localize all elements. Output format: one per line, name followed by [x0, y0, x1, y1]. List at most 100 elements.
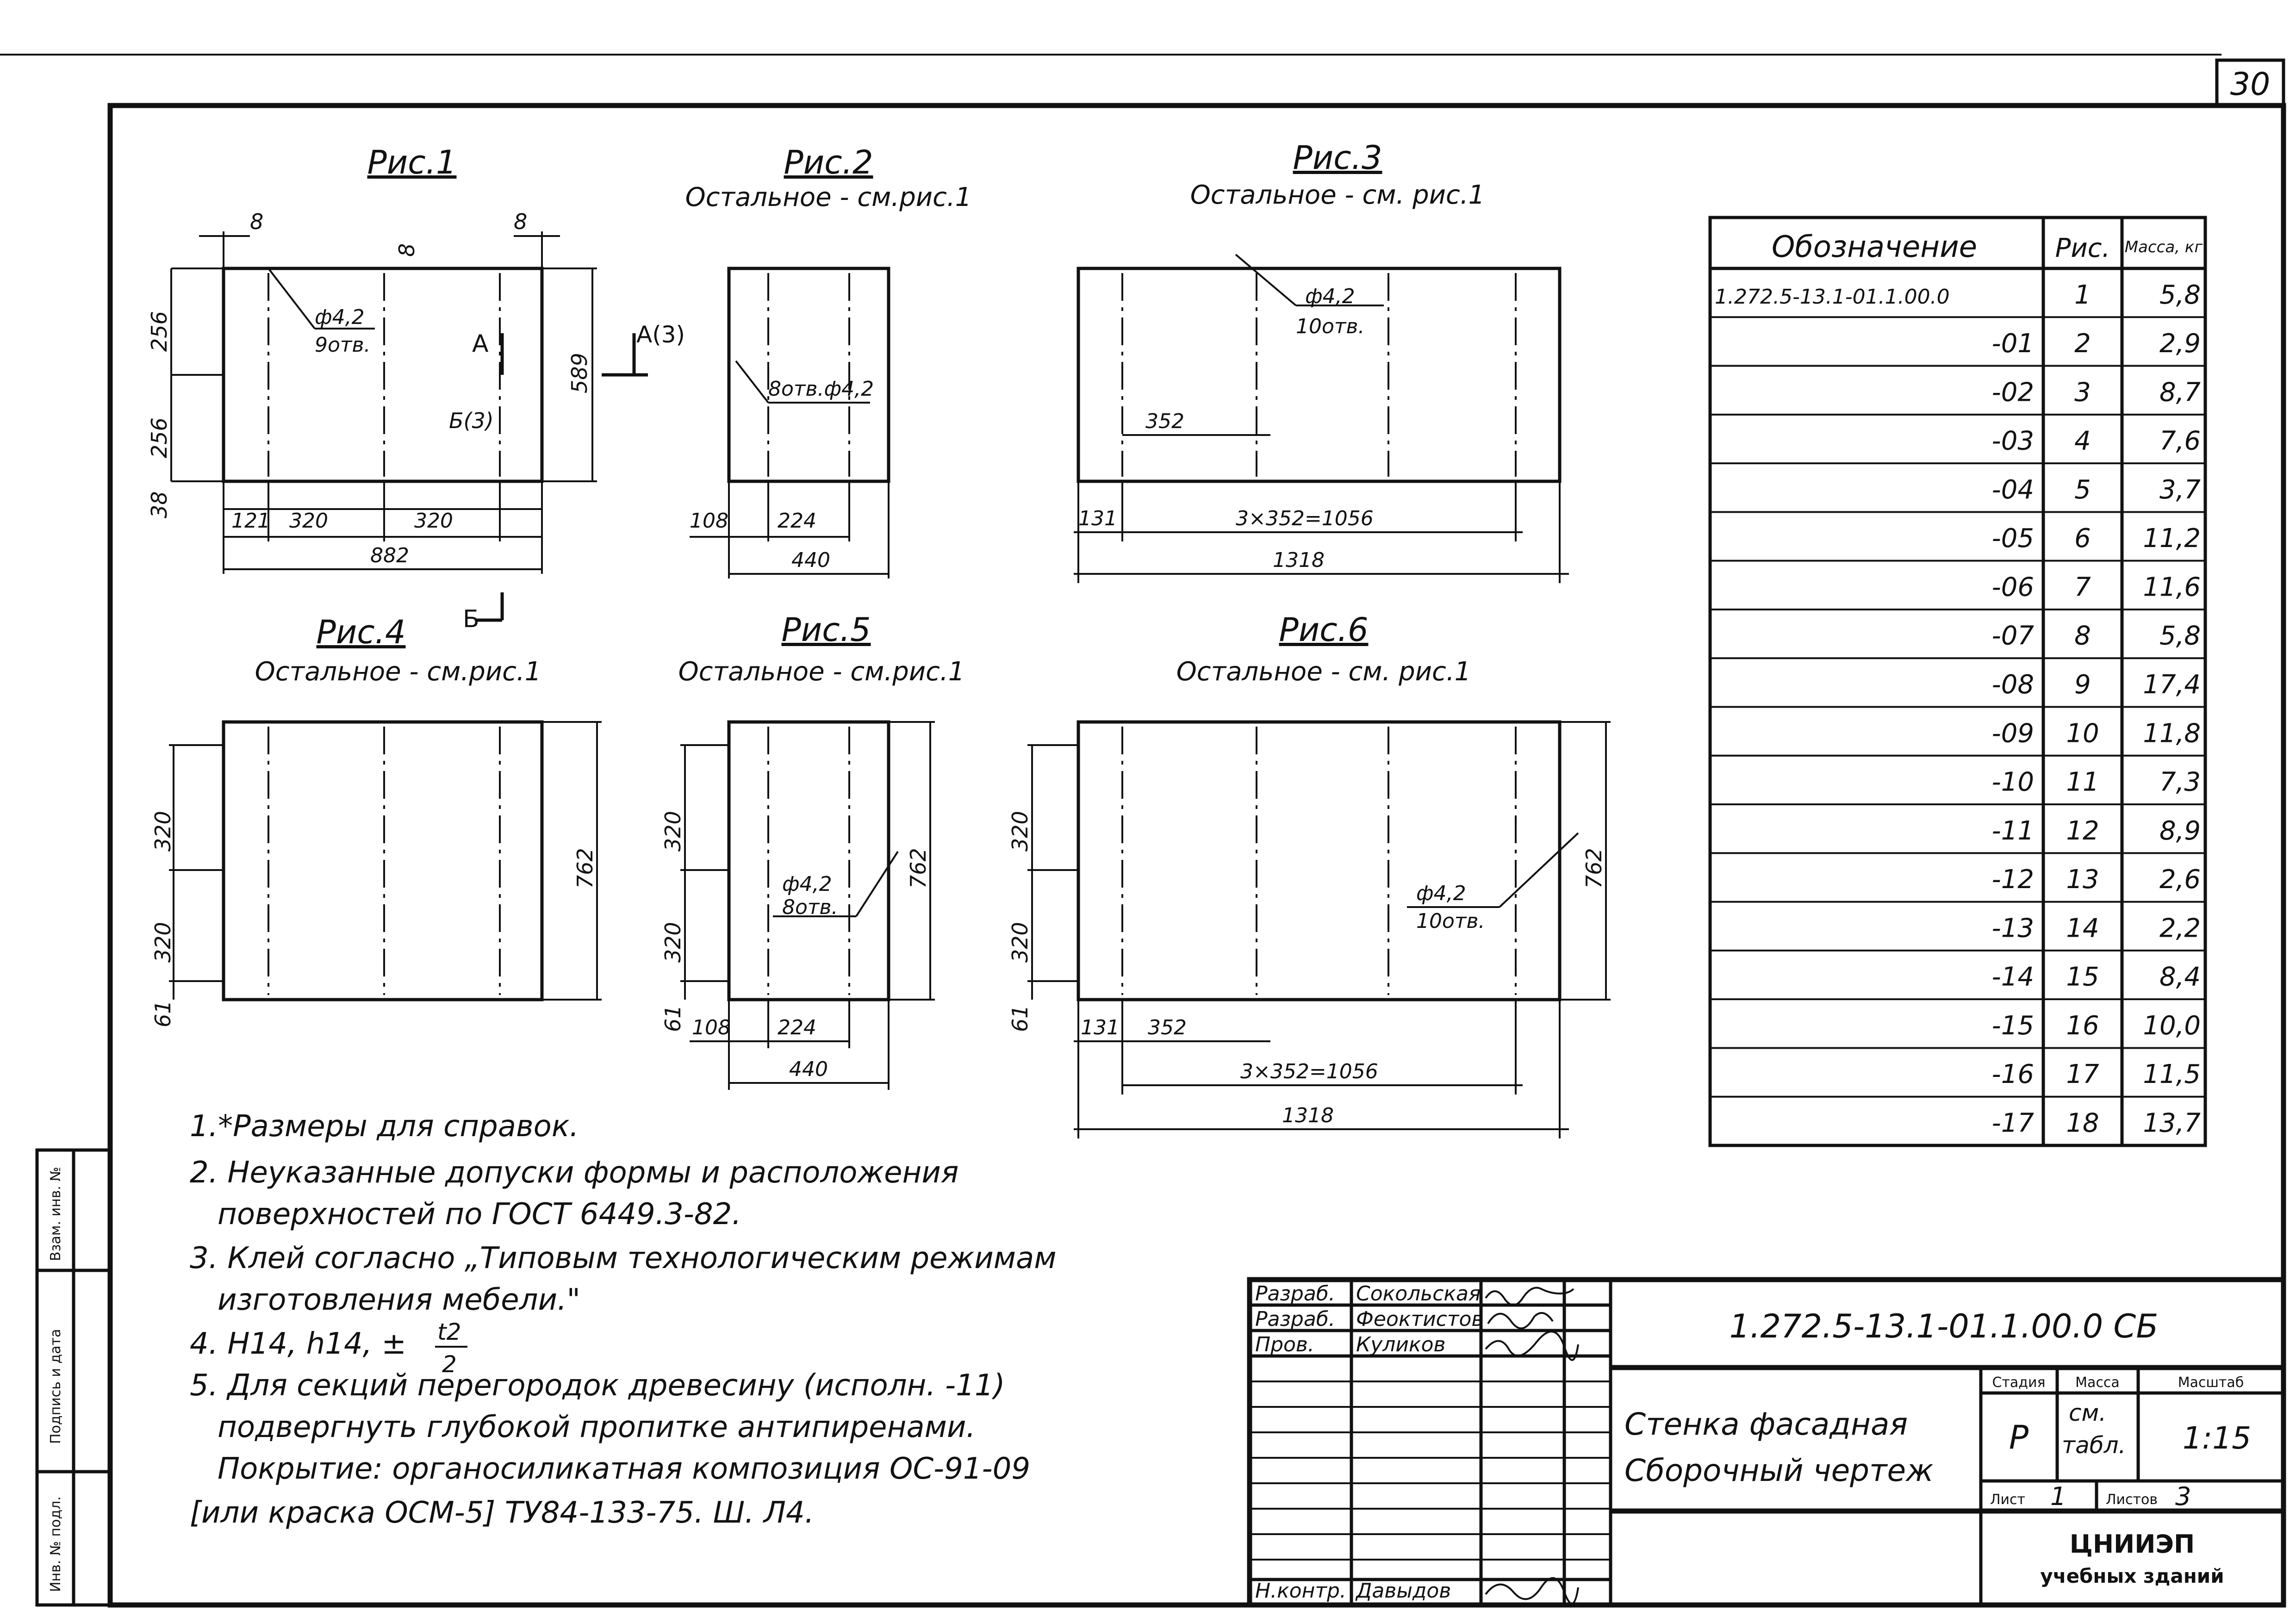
spec-cell-fig: 13	[2066, 864, 2099, 895]
spec-cell-mass: 5,8	[2159, 621, 2201, 651]
figure-5: Рис.5 Остальное - см.рис.1 ф4,2 8отв. 32…	[660, 611, 964, 1090]
figure-6-subtitle: Остальное - см. рис.1	[1176, 657, 1471, 687]
note-1: 1.*Размеры для справок.	[190, 1109, 579, 1144]
spec-cell-fig: 11	[2066, 767, 2099, 797]
figure-2-title: Рис.2	[784, 143, 873, 181]
f5-hole-note-a: ф4,2	[782, 872, 832, 896]
tb-name-4: Давыдов	[1355, 1579, 1451, 1603]
spec-cell-designation: -01	[1992, 329, 2034, 359]
figure-6-panel	[1076, 720, 1562, 1001]
spec-cell-designation: -06	[1992, 572, 2034, 602]
spec-cell-fig: 17	[2066, 1059, 2099, 1089]
spec-cell-designation: -05	[1992, 523, 2034, 554]
tb-name-line-2: Сборочный чертеж	[1624, 1453, 1934, 1488]
spec-cell-designation: -07	[1992, 621, 2035, 651]
f5-dim-left-a: 320	[660, 811, 685, 852]
side-stamp-signature: Подпись и дата	[48, 1329, 64, 1444]
f2-dim-width: 440	[791, 548, 830, 572]
figure-5-subtitle: Остальное - см.рис.1	[678, 657, 965, 687]
figure-3: Рис.3 Остальное - см. рис.1 ф4,2 10отв. …	[1074, 139, 1569, 583]
spec-cell-designation: -08	[1992, 670, 2034, 700]
tb-role-2: Разраб.	[1255, 1307, 1335, 1331]
tb-role-3: Пров.	[1255, 1333, 1314, 1356]
spec-cell-mass: 2,2	[2159, 913, 2201, 943]
spec-cell-designation: -16	[1992, 1059, 2034, 1089]
figure-3-title: Рис.3	[1293, 139, 1382, 177]
spec-cell-fig: 9	[2074, 670, 2091, 700]
tb-stage-label: Стадия	[1992, 1374, 2045, 1391]
spec-cell-fig: 3	[2074, 377, 2091, 407]
tb-role-1: Разраб.	[1255, 1282, 1335, 1306]
spec-cell-mass: 7,6	[2159, 426, 2201, 456]
spec-cell-designation: -02	[1992, 377, 2034, 407]
tb-name-2: Феоктистов	[1356, 1307, 1483, 1331]
spec-cell-mass: 11,8	[2143, 718, 2201, 748]
f6-dim-left-b: 320	[1008, 922, 1033, 963]
spec-cell-fig: 4	[2074, 426, 2091, 456]
spec-cell-mass: 3,7	[2159, 475, 2201, 505]
spec-cell-mass: 17,4	[2143, 670, 2201, 700]
f1-section-a3: A(3)	[636, 321, 685, 348]
f1-dim-bottom-b: 320	[289, 509, 328, 533]
spec-cell-fig: 15	[2066, 962, 2099, 992]
f6-dim-left-a: 320	[1008, 811, 1033, 852]
note-5-cont: подвергнуть глубокой пропитке антипирена…	[218, 1410, 976, 1444]
tb-signature-4	[1485, 1577, 1579, 1605]
note-4-frac-num: t2	[437, 1318, 461, 1345]
tb-mass-b: табл.	[2062, 1432, 2126, 1459]
f1-section-b: Б	[463, 605, 479, 633]
f2-hole-note: 8отв.ф4,2	[768, 377, 874, 401]
title-block: Разраб. Сокольская Разраб. Феоктистов Пр…	[1247, 1277, 2286, 1608]
spec-cell-mass: 11,5	[2143, 1059, 2201, 1089]
figure-1-panel	[222, 267, 544, 483]
f3-dim-bottom-a: 131	[1078, 507, 1117, 530]
f1-dim-left-a: 256	[147, 311, 172, 352]
spec-cell-designation: -09	[1992, 718, 2034, 748]
tb-signature-1	[1485, 1287, 1574, 1306]
figure-4-subtitle: Остальное - см.рис.1	[255, 657, 541, 687]
f5-dim-bottom-a: 108	[692, 1016, 731, 1039]
f6-dim-bottom-a: 131	[1081, 1016, 1120, 1039]
spec-cell-fig: 12	[2066, 816, 2099, 846]
f6-dim-bottom-b: 352	[1148, 1016, 1187, 1039]
f1-dim-top-left: 8	[250, 209, 263, 234]
f1-dim-top-mid: 8	[394, 243, 419, 257]
note-4-frac-den: 2	[442, 1351, 457, 1378]
spec-cell-fig: 10	[2066, 718, 2099, 748]
f3-hole-note-a: ф4,2	[1305, 285, 1355, 308]
drawing-frame	[107, 103, 2286, 1608]
f5-dim-left-b: 320	[660, 922, 685, 963]
figure-1-title: Рис.1	[367, 143, 457, 181]
f1-hole-note-b: 9отв.	[315, 333, 370, 357]
f3-dim-bottom-b: 3×352=1056	[1236, 507, 1374, 530]
figure-4-panel	[222, 720, 544, 1001]
spec-cell-designation: -10	[1992, 767, 2034, 797]
note-5: 5. Для секций перегородок древесину (исп…	[190, 1368, 1005, 1403]
tb-sheets-value: 3	[2175, 1482, 2191, 1511]
note-3-cont: изготовления мебели."	[218, 1283, 580, 1317]
f3-dim-mid: 352	[1145, 410, 1184, 433]
note-coating: Покрытие: органосиликатная композиция ОС…	[218, 1452, 1030, 1486]
side-stamp-replace: Взам. инв. №	[48, 1167, 64, 1261]
spec-cell-fig: 16	[2066, 1011, 2099, 1041]
f1-dim-bottom-c: 320	[414, 509, 453, 533]
spec-cell-fig: 5	[2074, 475, 2091, 505]
figure-5-panel	[727, 720, 890, 1001]
f1-dim-top-right: 8	[514, 209, 527, 234]
tb-name-line-1: Стенка фасадная	[1624, 1406, 1908, 1442]
spec-header-designation: Обозначение	[1772, 230, 1977, 264]
spec-cell-fig: 6	[2074, 523, 2091, 554]
figure-2-panel	[727, 267, 890, 483]
note-3: 3. Клей согласно „Типовым технологически…	[190, 1241, 1057, 1275]
sheet-number: 30	[2230, 66, 2271, 103]
f4-dim-left-b: 320	[150, 922, 175, 963]
f4-dim-left-c: 61	[150, 1000, 175, 1027]
spec-cell-designation: -15	[1992, 1011, 2034, 1041]
spec-cell-fig: 2	[2074, 329, 2091, 359]
spec-cell-mass: 11,6	[2143, 572, 2201, 602]
f1-dim-left-c: 38	[147, 491, 172, 518]
f5-dim-width: 440	[789, 1057, 828, 1081]
f3-hole-note-b: 10отв.	[1296, 315, 1364, 338]
spec-cell-fig: 7	[2074, 572, 2091, 602]
